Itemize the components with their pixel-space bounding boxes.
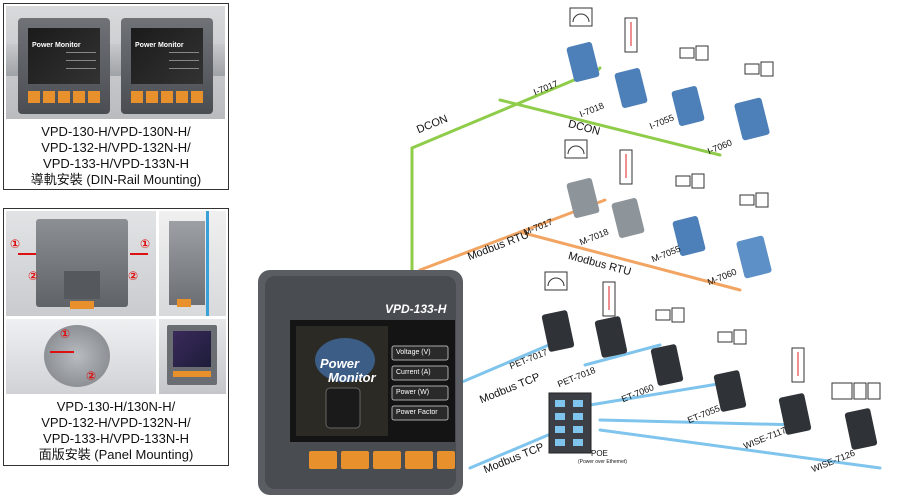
tcp-lower	[468, 428, 562, 470]
panel-mount-panel: ① ② ① ② ① ② VPD-130-H/130N-H/ VPD-132-H/…	[3, 208, 229, 466]
sensor-icons	[544, 7, 881, 400]
panel-mount-clamp-photo: ① ② ① ②	[6, 211, 156, 316]
gauge-icon	[564, 139, 588, 159]
din-device-left-keys	[28, 91, 100, 103]
panel-mount-zoom-photo: ① ②	[6, 319, 156, 394]
poe-switch	[548, 392, 592, 454]
lamp-switch-icon	[744, 63, 760, 75]
panel-caption-line: VPD-132-H/VPD-132N-H/	[41, 415, 191, 430]
device-menu-current[interactable]: Current (A)	[396, 369, 431, 376]
dcon-lower	[498, 98, 722, 157]
din-device-left-screen: Power Monitor	[28, 28, 100, 84]
panel-caption-line: 面版安裝 (Panel Mounting)	[38, 447, 194, 462]
poe-sublabel: (Power over Ethernet)	[578, 459, 627, 465]
step-marker: ②	[28, 269, 39, 283]
panel-caption-line: VPD-133-H/VPD-133N-H	[43, 431, 189, 446]
dcon-trunk	[410, 68, 600, 272]
din-caption-line: 導軌安裝 (DIN-Rail Mounting)	[30, 172, 202, 187]
panel-mount-front-photo	[159, 319, 226, 394]
din-rail-photo: Power Monitor Power Monitor	[6, 6, 225, 119]
device-menu-power-factor[interactable]: Power Factor	[396, 409, 438, 416]
lamp-switch-icon	[739, 194, 755, 206]
din-caption-line: VPD-133-H/VPD-133N-H	[43, 156, 189, 171]
din-device-left: Power Monitor	[18, 18, 110, 114]
din-caption-line: VPD-130-H/VPD-130N-H/	[41, 124, 191, 139]
tcp-modules	[541, 310, 878, 450]
rtu-lower	[518, 230, 742, 292]
panel-caption-line: VPD-130-H/130N-H/	[56, 399, 176, 414]
tcp-bus-lines	[453, 334, 882, 470]
din-device-right-screen: Power Monitor	[131, 28, 203, 84]
din-rail-panel: Power Monitor Power Monitor VPD-130-H/VP…	[3, 3, 229, 190]
din-screen-title-2: Power Monitor	[135, 42, 184, 49]
lamp-switch-icon	[675, 175, 691, 187]
din-caption-line: VPD-132-H/VPD-132N-H/	[41, 140, 191, 155]
clamp-zoom-circle	[44, 325, 110, 387]
step-marker: ①	[60, 327, 71, 341]
din-rail-caption: VPD-130-H/VPD-130N-H/ VPD-132-H/VPD-132N…	[4, 124, 228, 188]
panel-mount-side-photo	[159, 211, 226, 316]
lamp-switch-icon	[655, 309, 671, 321]
panel-mount-caption: VPD-130-H/130N-H/ VPD-132-H/VPD-132N-H/ …	[4, 399, 228, 463]
device-menu-power[interactable]: Power (W)	[396, 389, 430, 396]
device-menu-voltage[interactable]: Voltage (V)	[396, 349, 431, 356]
lamp-switch-icon	[717, 331, 733, 343]
step-marker: ①	[140, 237, 151, 251]
step-marker: ②	[86, 369, 97, 383]
vpd-device	[258, 270, 463, 495]
din-screen-title: Power Monitor	[32, 42, 81, 49]
din-device-right: Power Monitor	[121, 18, 213, 114]
step-marker: ②	[128, 269, 139, 283]
din-device-right-keys	[131, 91, 203, 103]
dcon-bus-lines	[410, 66, 722, 272]
gauge-icon	[544, 271, 568, 291]
lamp-switch-icon	[679, 47, 695, 59]
dcon-modules	[566, 42, 770, 141]
step-marker: ①	[10, 237, 21, 251]
device-model-label: VPD-133-H	[385, 302, 447, 316]
device-screen-title-1: Power	[320, 356, 360, 371]
rtu-modules	[566, 178, 772, 279]
gauge-icon	[569, 7, 593, 27]
device-screen-title-2: Monitor	[328, 370, 376, 385]
poe-label: POE	[591, 449, 608, 458]
gauge-icon	[831, 382, 853, 400]
